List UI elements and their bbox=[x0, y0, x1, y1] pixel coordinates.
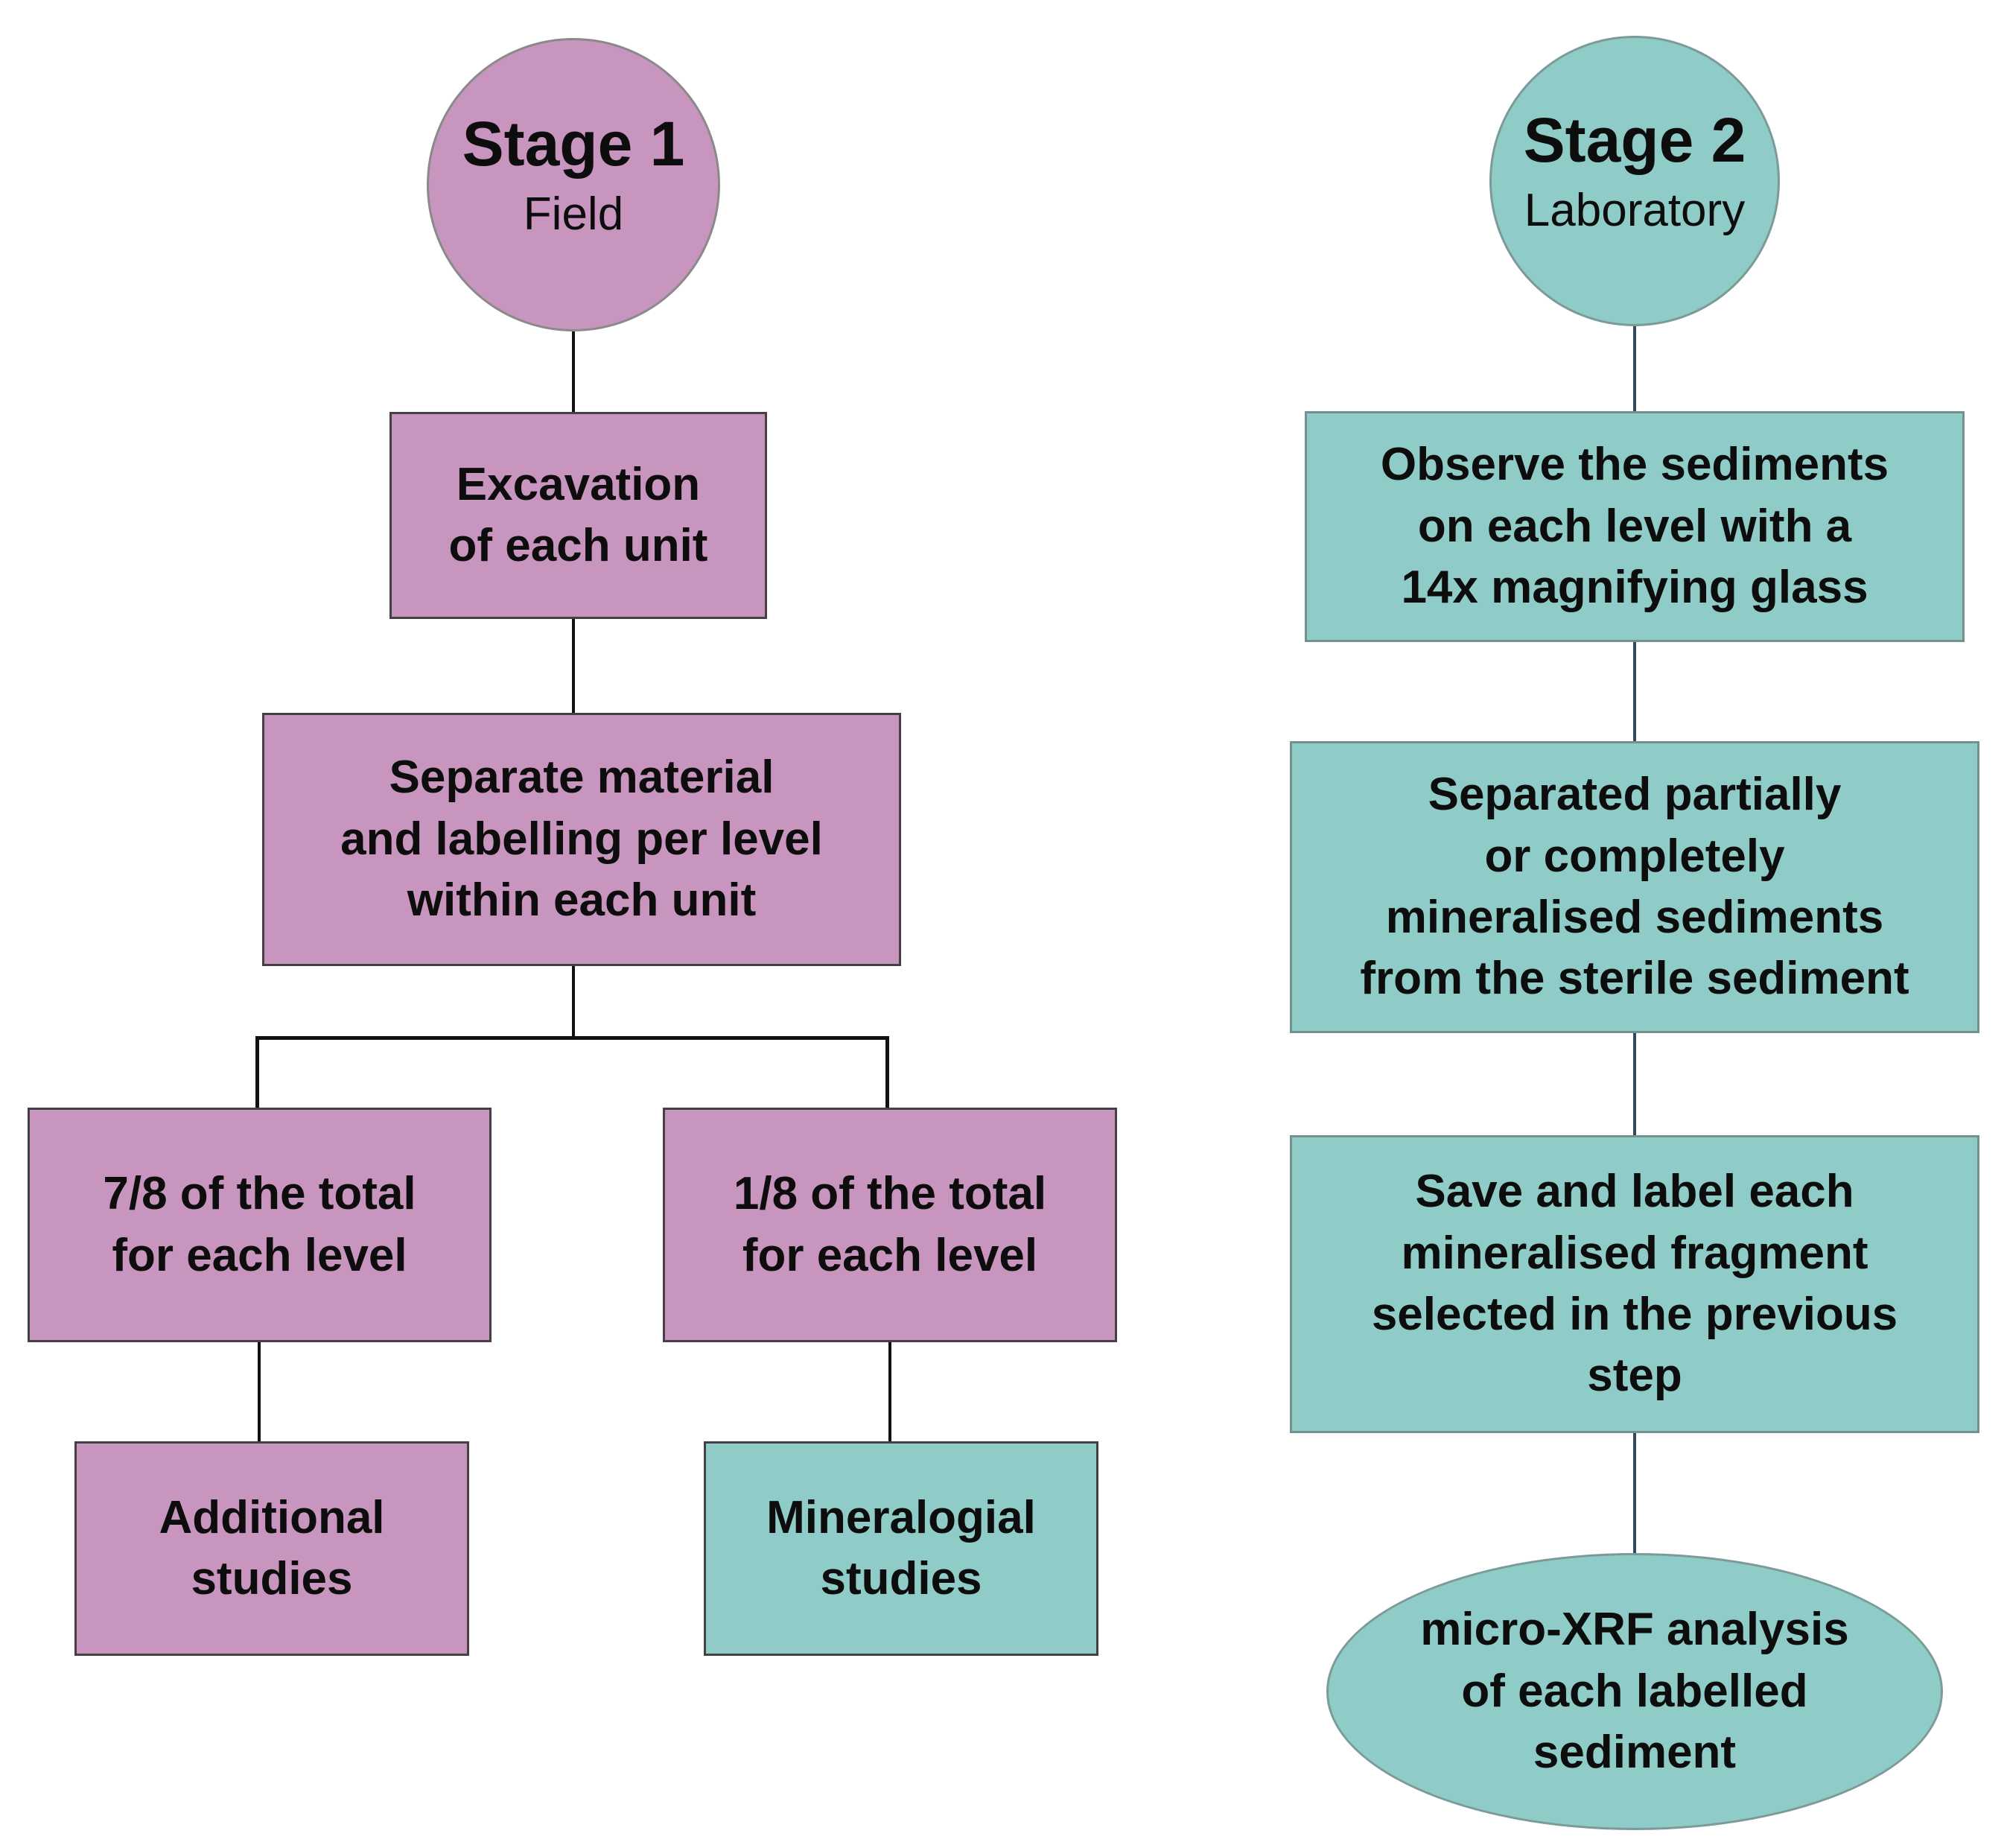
connector-stage2-to-observe bbox=[1633, 326, 1636, 411]
branch-horizontal-line bbox=[255, 1036, 889, 1040]
seven-eighths-label: 7/8 of the total for each level bbox=[103, 1168, 416, 1281]
separate-material-box: Separate material and labelling per leve… bbox=[262, 713, 901, 966]
stage1-text: Stage 1 Field bbox=[462, 109, 685, 259]
connector-separate-to-branch bbox=[572, 966, 575, 1039]
connector-save-to-microxrf bbox=[1633, 1433, 1636, 1558]
connector-separated-to-save bbox=[1633, 1033, 1636, 1135]
connector-stage1-to-excavation bbox=[572, 331, 575, 412]
excavation-box: Excavation of each unit bbox=[389, 412, 767, 619]
one-eighth-label: 1/8 of the total for each level bbox=[733, 1168, 1047, 1281]
micro-xrf-label: micro-XRF analysis of each labelled sedi… bbox=[1420, 1604, 1849, 1779]
branch-right-drop-line bbox=[885, 1036, 889, 1108]
micro-xrf-ellipse: micro-XRF analysis of each labelled sedi… bbox=[1326, 1553, 1943, 1830]
stage1-subtitle: Field bbox=[523, 188, 624, 240]
observe-sediments-label: Observe the sediments on each level with… bbox=[1380, 439, 1889, 614]
save-label-label: Save and label each mineralised fragment… bbox=[1371, 1166, 1898, 1402]
stage2-title: Stage 2 bbox=[1523, 105, 1746, 176]
stage2-subtitle: Laboratory bbox=[1524, 184, 1746, 236]
separate-material-label: Separate material and labelling per leve… bbox=[340, 752, 823, 927]
connector-excavation-to-separate bbox=[572, 619, 575, 713]
branch-left-drop-line bbox=[255, 1036, 259, 1108]
one-eighth-box: 1/8 of the total for each level bbox=[663, 1108, 1117, 1342]
seven-eighths-box: 7/8 of the total for each level bbox=[28, 1108, 492, 1342]
separated-sediments-box: Separated partially or completely minera… bbox=[1290, 741, 1979, 1033]
observe-sediments-box: Observe the sediments on each level with… bbox=[1305, 411, 1965, 642]
additional-studies-box: Additional studies bbox=[74, 1441, 469, 1656]
mineralogial-studies-box: Mineralogial studies bbox=[704, 1441, 1098, 1656]
excavation-label: Excavation of each unit bbox=[448, 458, 708, 571]
connector-one-eighth-to-mineralogial bbox=[888, 1342, 891, 1441]
stage2-circle: Stage 2 Laboratory bbox=[1489, 36, 1780, 326]
mineralogial-studies-label: Mineralogial studies bbox=[766, 1491, 1036, 1604]
connector-seven-eighths-to-additional bbox=[258, 1342, 261, 1441]
connector-observe-to-separated bbox=[1633, 642, 1636, 741]
save-label-box: Save and label each mineralised fragment… bbox=[1290, 1135, 1979, 1433]
additional-studies-label: Additional studies bbox=[159, 1491, 385, 1604]
stage1-circle: Stage 1 Field bbox=[427, 38, 720, 331]
stage2-text: Stage 2 Laboratory bbox=[1524, 106, 1746, 255]
separated-sediments-label: Separated partially or completely minera… bbox=[1360, 769, 1909, 1005]
stage1-title: Stage 1 bbox=[462, 109, 685, 180]
